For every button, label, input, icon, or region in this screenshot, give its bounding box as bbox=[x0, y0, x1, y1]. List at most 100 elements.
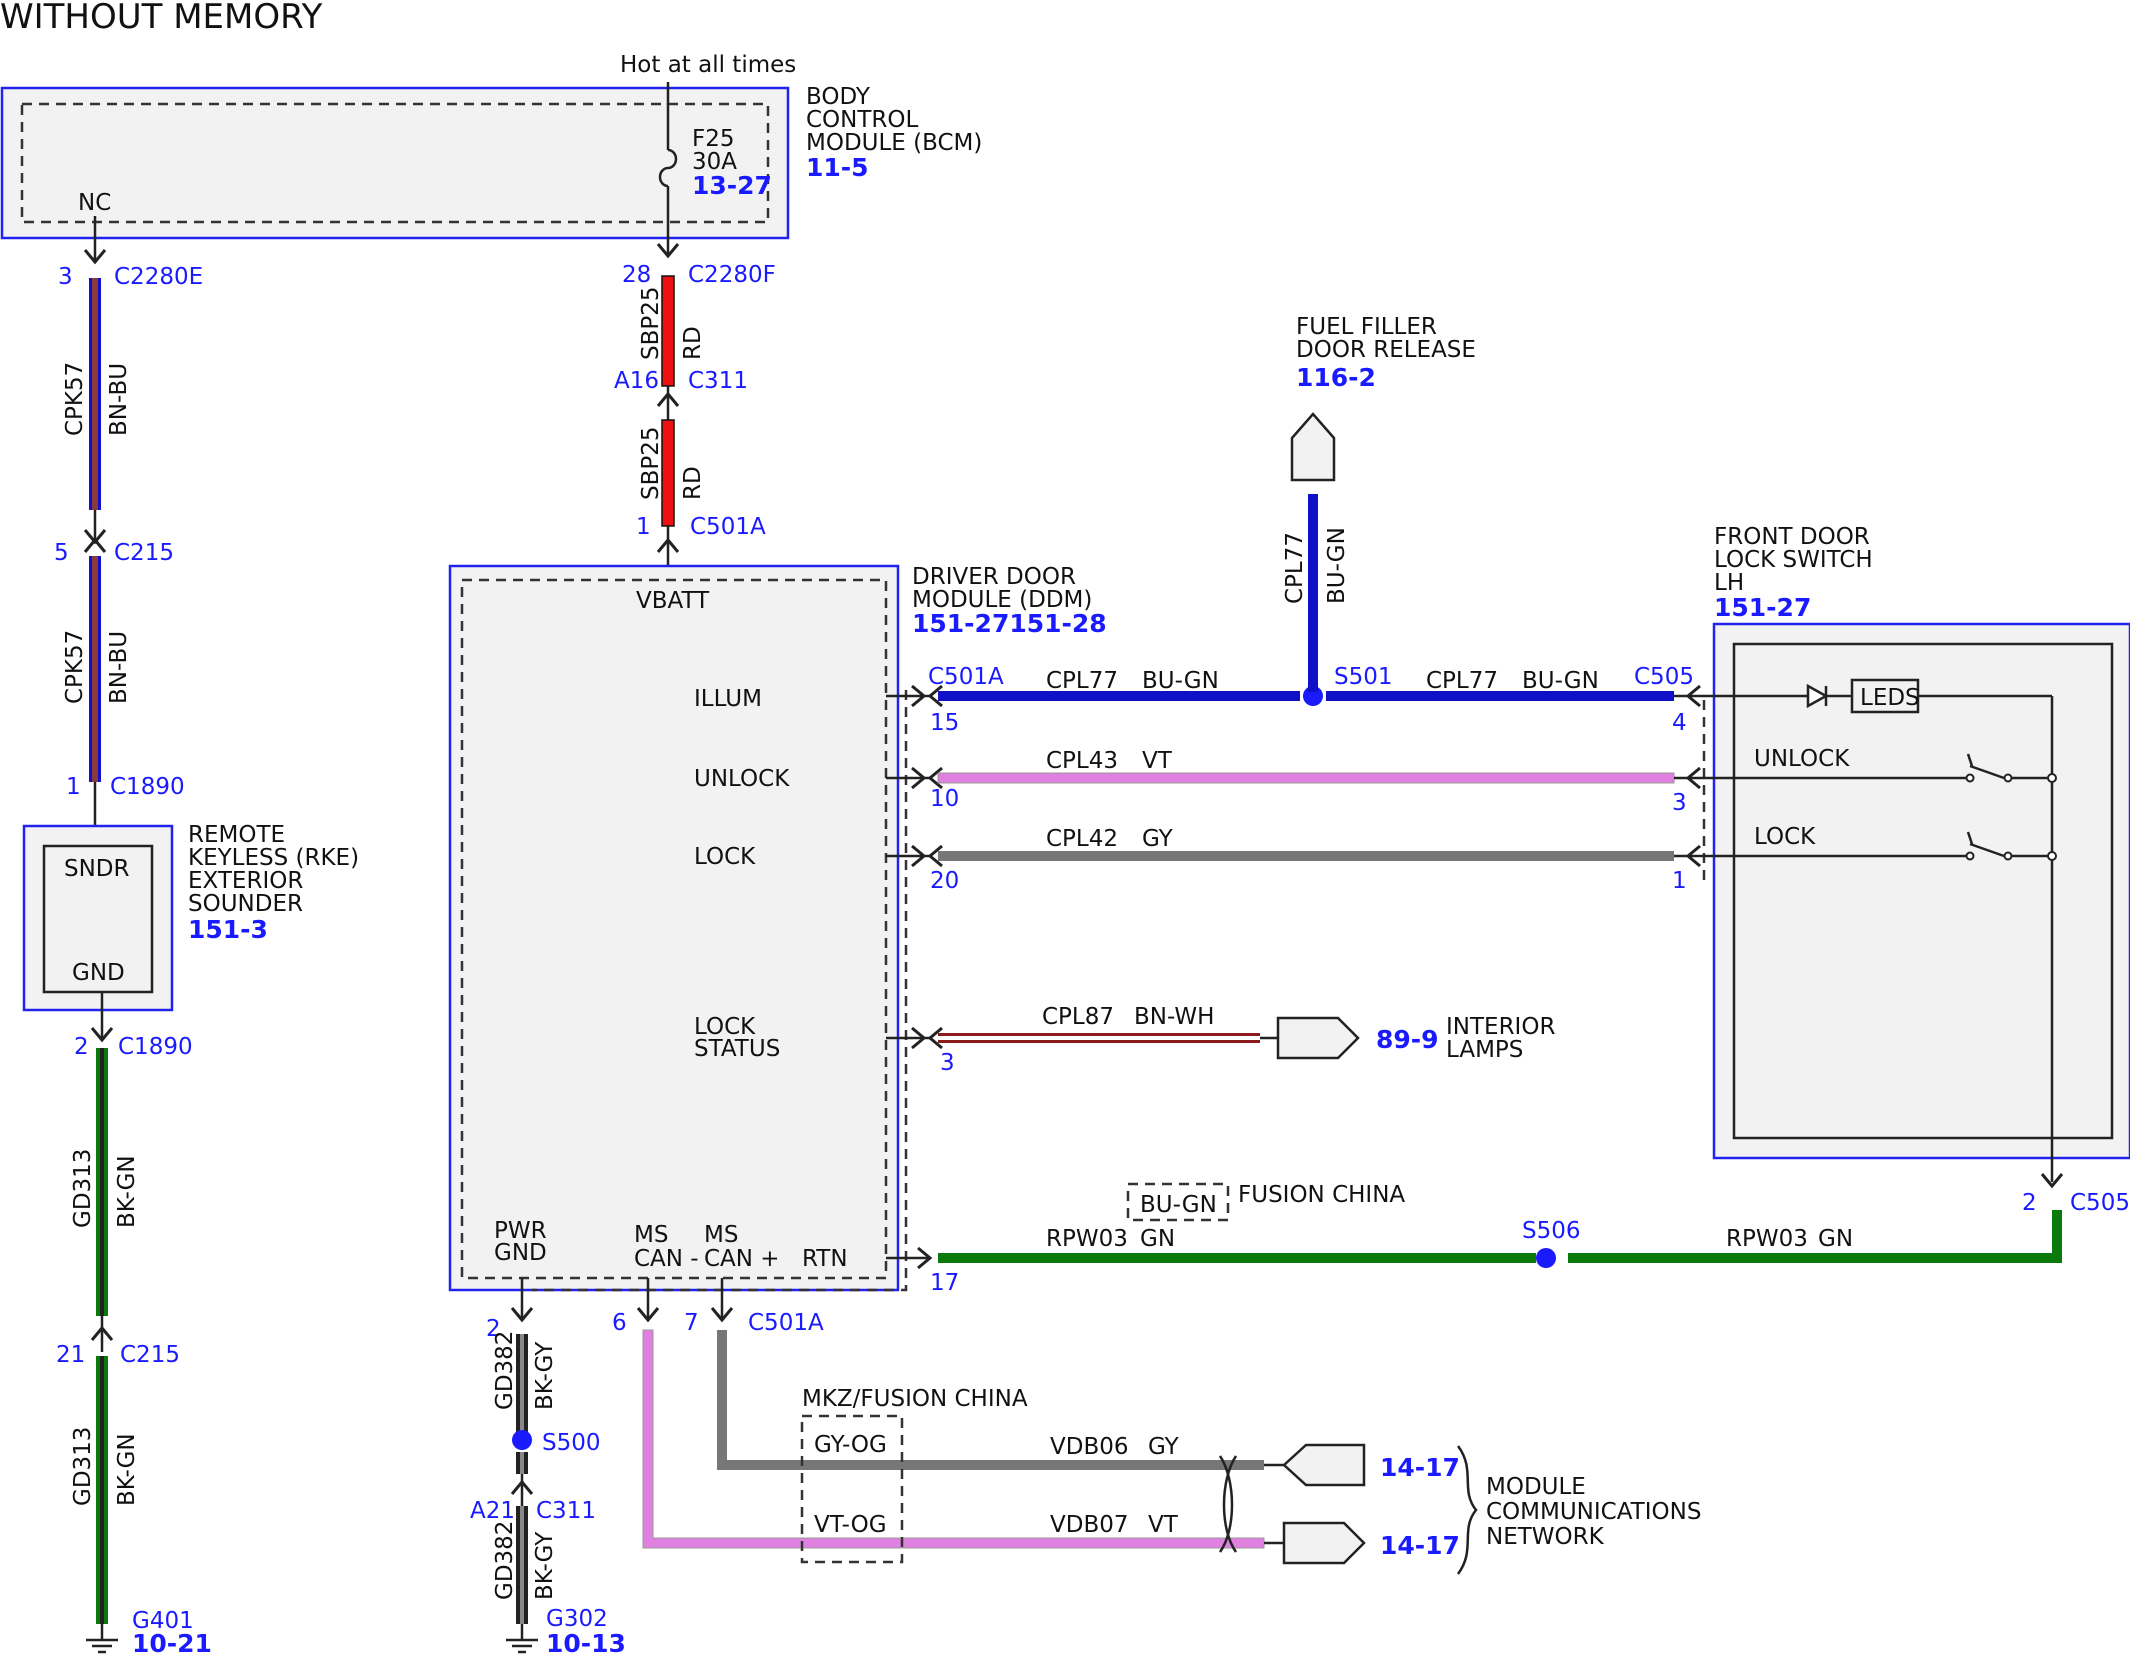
wire-cpl42-label: CPL42 bbox=[1046, 826, 1118, 852]
connector-c215a[interactable]: C215 bbox=[114, 540, 174, 566]
connector-c2280e[interactable]: C2280E bbox=[114, 264, 203, 290]
wire-gd313-label: GD313 bbox=[70, 1149, 96, 1228]
fusion-china-label: FUSION CHINA bbox=[1238, 1182, 1405, 1208]
network-ref-1[interactable]: 14-17 bbox=[1380, 1453, 1460, 1482]
pin-c215a: 5 bbox=[54, 540, 69, 566]
driver-door-module[interactable] bbox=[448, 564, 900, 1292]
network-label-3: NETWORK bbox=[1486, 1524, 1605, 1550]
wire-vt-label-2: VT bbox=[1148, 1512, 1179, 1538]
wire-cpk57-lower[interactable] bbox=[89, 556, 101, 782]
brace-icon bbox=[1456, 1445, 1478, 1575]
ground-g302[interactable]: G302 bbox=[546, 1606, 608, 1632]
connector-c2280f[interactable]: C2280F bbox=[688, 262, 776, 288]
interior-label-1: INTERIOR bbox=[1446, 1014, 1555, 1040]
body-control-module[interactable] bbox=[0, 86, 790, 240]
pin-c505-2: 2 bbox=[2022, 1190, 2037, 1216]
fuse-icon bbox=[658, 148, 678, 188]
wire-vdb07[interactable] bbox=[642, 1329, 1265, 1549]
pin-c311b: A21 bbox=[470, 1498, 515, 1524]
splice-s506-label: S506 bbox=[1522, 1218, 1581, 1244]
connector-c215b[interactable]: C215 bbox=[120, 1342, 180, 1368]
mkz-color-2: VT-OG bbox=[814, 1512, 887, 1538]
wire-sbp25-label-2: SBP25 bbox=[638, 426, 664, 500]
connector-c1890b[interactable]: C1890 bbox=[118, 1034, 193, 1060]
wire-cpl43[interactable] bbox=[937, 772, 1675, 784]
connector-c505[interactable]: C505 bbox=[1634, 664, 1694, 690]
wire-gn-label-2: GN bbox=[1818, 1226, 1853, 1252]
wire-rpw03-label: RPW03 bbox=[1046, 1226, 1128, 1252]
pin-20: 20 bbox=[930, 868, 959, 894]
wire-cpl42[interactable] bbox=[938, 851, 1674, 861]
connector-c505-b[interactable]: C505 bbox=[2070, 1190, 2130, 1216]
ddm-vbatt-pin: VBATT bbox=[636, 588, 710, 614]
wire-cpl87[interactable] bbox=[938, 1033, 1260, 1043]
lock-switch-icon bbox=[1969, 842, 2005, 858]
ddm-ms-can-plus-1: MS bbox=[704, 1222, 738, 1248]
mkz-option-box bbox=[800, 1414, 904, 1564]
pin-15: 15 bbox=[930, 710, 959, 736]
pin-10: 10 bbox=[930, 786, 959, 812]
connector-c501a-top[interactable]: C501A bbox=[690, 514, 766, 540]
ground-g401-ref[interactable]: 10-21 bbox=[132, 1629, 212, 1656]
wire-gd382-lower[interactable] bbox=[516, 1506, 528, 1624]
switch-unlock-label: UNLOCK bbox=[1754, 746, 1850, 772]
wire-cpl77-right[interactable] bbox=[1326, 691, 1674, 701]
wire-gd313-upper[interactable] bbox=[96, 1048, 108, 1316]
network-connector-2-icon[interactable] bbox=[1282, 1521, 1366, 1565]
interior-lamps-ref[interactable]: 89-9 bbox=[1376, 1025, 1439, 1054]
connector-c501a-right[interactable]: C501A bbox=[928, 664, 1004, 690]
wire-cpl77-left[interactable] bbox=[938, 691, 1300, 701]
splice-s501-label: S501 bbox=[1334, 664, 1393, 690]
connector-c501a-bottom[interactable]: C501A bbox=[748, 1310, 824, 1336]
ddm-illum-pin: ILLUM bbox=[694, 686, 762, 712]
wire-gy-label: GY bbox=[1142, 826, 1174, 852]
ddm-pwr-1: PWR bbox=[494, 1218, 547, 1244]
wire-gd313-lower[interactable] bbox=[96, 1356, 108, 1624]
pin-c1890b: 2 bbox=[74, 1034, 89, 1060]
front-door-lock-switch[interactable] bbox=[1712, 622, 2130, 1160]
wire-rpw03-right[interactable] bbox=[1568, 1210, 2062, 1263]
pin-c505-1: 1 bbox=[1672, 868, 1687, 894]
ground-g401[interactable]: G401 bbox=[132, 1608, 194, 1634]
ddm-ms-can-minus-1: MS bbox=[634, 1222, 668, 1248]
ground-g302-icon bbox=[506, 1638, 538, 1654]
ddm-label-2: MODULE (DDM) bbox=[912, 587, 1092, 613]
connector-c1890a[interactable]: C1890 bbox=[110, 774, 185, 800]
network-connector-1-icon[interactable] bbox=[1282, 1443, 1366, 1487]
splice-s500[interactable] bbox=[512, 1430, 532, 1450]
wire-rpw03-left[interactable] bbox=[938, 1253, 1536, 1263]
ground-g302-ref[interactable]: 10-13 bbox=[546, 1629, 626, 1656]
wire-rd-label: RD bbox=[680, 326, 706, 360]
wire-gd382-upper[interactable] bbox=[516, 1334, 528, 1438]
connector-c311b[interactable]: C311 bbox=[536, 1498, 596, 1524]
wire-bu-gn-label: BU-GN bbox=[1142, 668, 1219, 694]
ground-g401-icon bbox=[86, 1638, 118, 1654]
rke-sndr-pin: SNDR bbox=[64, 856, 130, 882]
wire-cpl77-fuel[interactable] bbox=[1308, 494, 1318, 692]
fuel-ref[interactable]: 116-2 bbox=[1296, 363, 1376, 392]
wire-rpw03-label-2: RPW03 bbox=[1726, 1226, 1808, 1252]
interior-lamps-connector-icon[interactable] bbox=[1276, 1016, 1360, 1060]
wire-gd382-middle[interactable] bbox=[516, 1452, 528, 1474]
connector-c311a[interactable]: C311 bbox=[688, 368, 748, 394]
ddm-ms-can-plus-2: CAN + bbox=[704, 1246, 780, 1272]
pin-2-pwr: 2 bbox=[486, 1316, 501, 1342]
bcm-ref[interactable]: 11-5 bbox=[806, 153, 869, 182]
door-switch-ref[interactable]: 151-27 bbox=[1714, 593, 1811, 622]
fuel-filler-connector-icon[interactable] bbox=[1290, 412, 1336, 482]
wire-cpl77-label: CPL77 bbox=[1046, 668, 1118, 694]
rke-ref[interactable]: 151-3 bbox=[188, 915, 268, 944]
wire-cpl87-label: CPL87 bbox=[1042, 1004, 1114, 1030]
splice-s506[interactable] bbox=[1536, 1248, 1556, 1268]
wire-cpk57-upper[interactable] bbox=[89, 278, 101, 510]
fuse-ref[interactable]: 13-27 bbox=[692, 171, 772, 200]
door-switch-label-2: LOCK SWITCH bbox=[1714, 547, 1873, 573]
twisted-pair-icon bbox=[1218, 1455, 1238, 1553]
rke-exterior-sounder[interactable] bbox=[22, 824, 174, 1012]
pin-17: 17 bbox=[930, 1270, 959, 1296]
wire-gy-label-2: GY bbox=[1148, 1434, 1180, 1460]
ddm-ref[interactable]: 151-27151-28 bbox=[912, 609, 1107, 638]
bcm-nc-label: NC bbox=[78, 190, 111, 216]
connector-arrow-icon bbox=[83, 249, 107, 265]
network-ref-2[interactable]: 14-17 bbox=[1380, 1531, 1460, 1560]
